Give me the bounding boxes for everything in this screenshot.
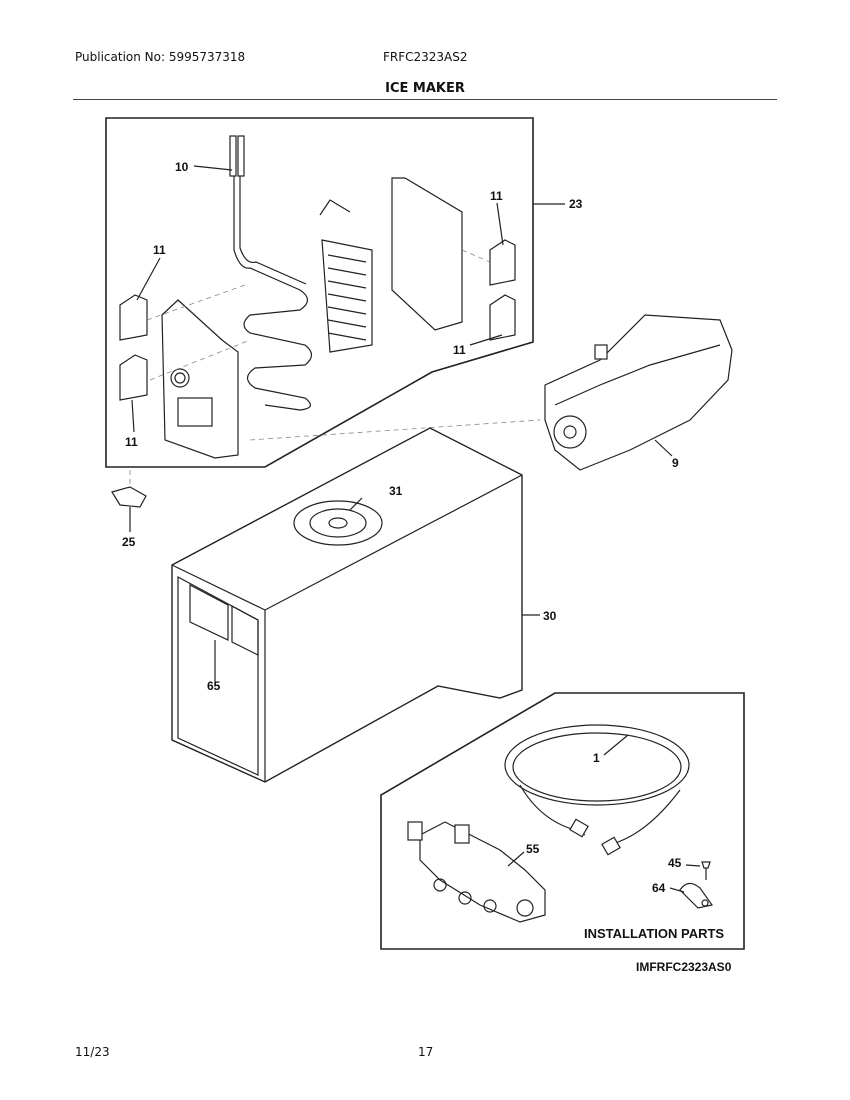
ice-maker-body [544,314,733,471]
header-rule [73,99,777,100]
page-number: 17 [418,1045,434,1059]
section-title: ICE MAKER [385,81,465,96]
evaporator-shroud [391,177,463,331]
clip-11-left-top [119,294,148,341]
callout-9: 9 [672,456,679,470]
water-valve [419,821,546,923]
callout-11-right-bottom: 11 [453,343,466,357]
installation-parts-label: INSTALLATION PARTS [584,926,724,941]
model-number: FRFC2323AS2 [383,50,468,64]
callout-31: 31 [389,484,403,498]
bin-divider-65 [189,584,259,656]
callout-30: 30 [543,609,557,623]
evaporator-tubing [233,140,313,411]
callout-25: 25 [122,535,136,549]
callout-23: 23 [569,197,583,211]
assembly-23-frame [105,117,534,468]
publication-number: Publication No: 5995737318 [75,50,246,64]
callout-1: 1 [593,751,600,765]
callout-55: 55 [526,842,540,856]
clip-11-bottom-right [489,294,516,341]
diagram-code: IMFRFC2323AS0 [636,960,732,974]
screw-45 [701,861,711,880]
installation-parts-frame [380,692,745,950]
callout-11-left-bottom: 11 [125,435,138,449]
clamp-64 [679,882,714,909]
cover-panel [161,299,239,459]
clip-11-left-bottom [119,354,148,401]
ice-bin-body [171,427,523,783]
footer-date: 11/23 [75,1045,110,1059]
part-25-clip [111,486,147,508]
callout-11-left-top: 11 [153,243,166,257]
callout-10: 10 [175,160,189,174]
callout-64: 64 [652,881,666,895]
callout-11-top-right: 11 [490,189,503,203]
clip-11-top-right [489,239,516,286]
callout-45: 45 [668,856,682,870]
defrost-heater [319,199,373,353]
callout-65: 65 [207,679,221,693]
